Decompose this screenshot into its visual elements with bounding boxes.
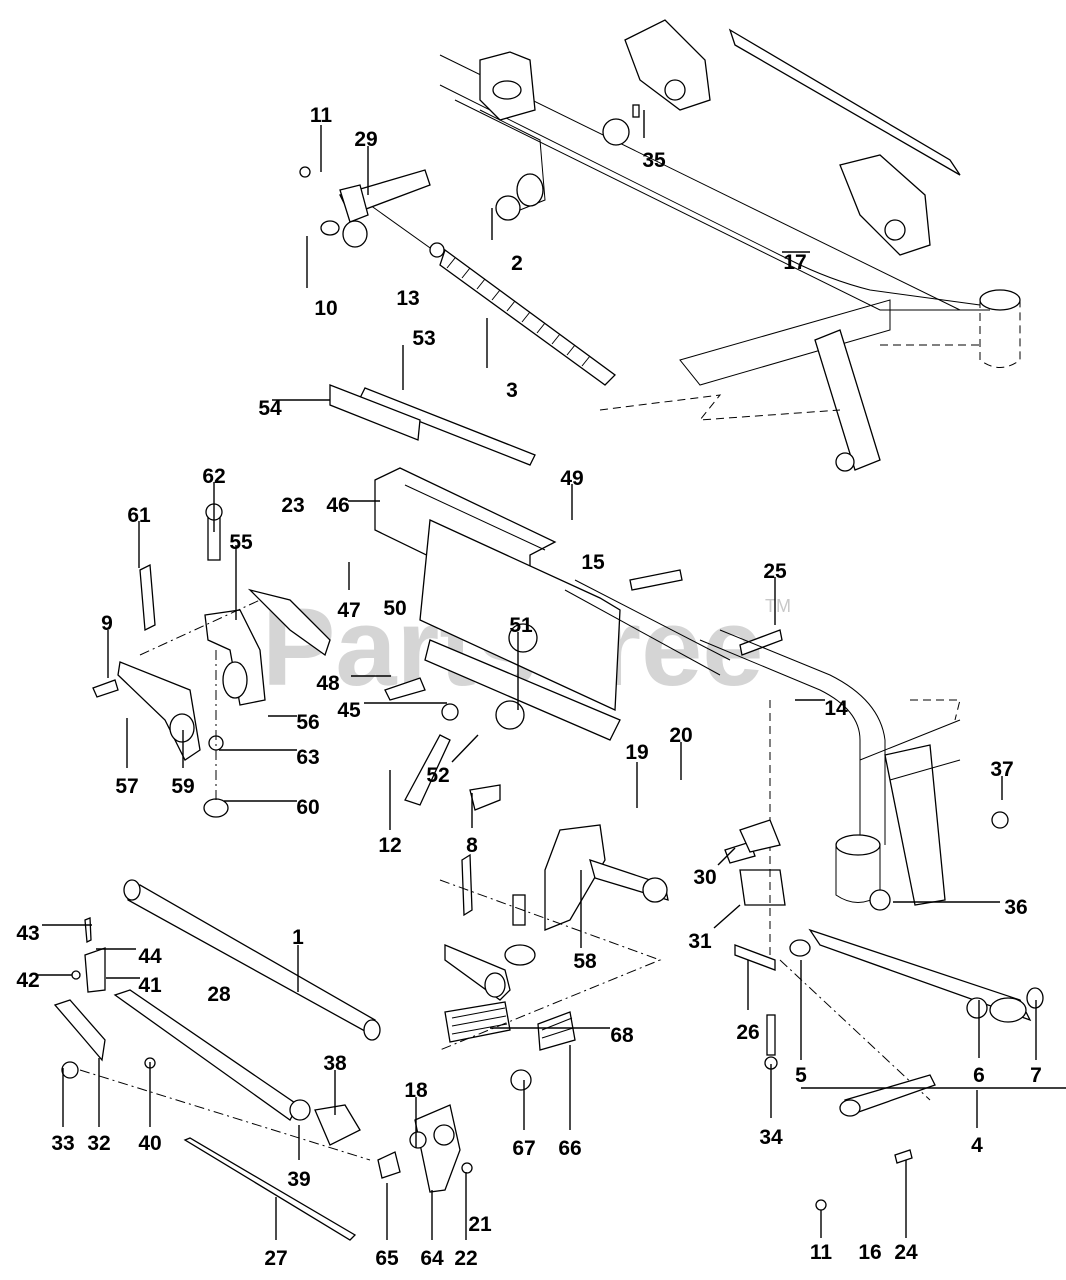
part-callout-13[interactable]: 13 xyxy=(396,287,419,310)
part-callout-2[interactable]: 2 xyxy=(511,252,523,275)
part-callout-38[interactable]: 38 xyxy=(323,1052,347,1075)
part-callout-30[interactable]: 30 xyxy=(693,866,716,889)
part-callout-15[interactable]: 15 xyxy=(581,551,605,574)
part-callout-63[interactable]: 63 xyxy=(296,746,319,769)
leader-line-52 xyxy=(451,734,479,763)
part-callout-60[interactable]: 60 xyxy=(296,796,319,819)
part-callout-32[interactable]: 32 xyxy=(87,1132,110,1155)
part-callout-47[interactable]: 47 xyxy=(337,599,360,622)
part-callout-55[interactable]: 55 xyxy=(229,531,253,554)
part-callout-58[interactable]: 58 xyxy=(573,950,597,973)
part-callout-25[interactable]: 25 xyxy=(763,560,787,583)
frame-assembly xyxy=(299,19,1021,472)
part-callout-43[interactable]: 43 xyxy=(16,922,39,945)
part-callout-4[interactable]: 4 xyxy=(971,1134,983,1157)
part-callout-65[interactable]: 65 xyxy=(375,1247,399,1270)
part-callout-1[interactable]: 1 xyxy=(292,926,304,949)
part-callout-17[interactable]: 17 xyxy=(783,251,806,274)
part-callout-54[interactable]: 54 xyxy=(258,397,282,420)
part-callout-57[interactable]: 57 xyxy=(115,775,138,798)
part-callout-48[interactable]: 48 xyxy=(316,672,340,695)
part-callout-20[interactable]: 20 xyxy=(669,724,692,747)
part-callout-29[interactable]: 29 xyxy=(354,128,377,151)
part-callout-16[interactable]: 16 xyxy=(858,1241,881,1264)
part-callout-68[interactable]: 68 xyxy=(610,1024,634,1047)
spring xyxy=(369,204,616,386)
part-callout-52[interactable]: 52 xyxy=(426,764,449,787)
part-callout-14[interactable]: 14 xyxy=(824,697,848,720)
part-callout-7[interactable]: 7 xyxy=(1030,1064,1042,1087)
part-callout-27[interactable]: 27 xyxy=(264,1247,287,1270)
part-callout-35[interactable]: 35 xyxy=(642,149,666,172)
part-callout-39[interactable]: 39 xyxy=(287,1168,310,1191)
axle-assembly xyxy=(699,629,1066,1211)
lower-left-linkage xyxy=(53,879,381,1241)
part-callout-44[interactable]: 44 xyxy=(138,945,162,968)
part-callout-66[interactable]: 66 xyxy=(558,1137,581,1160)
leader-line-30 xyxy=(717,847,736,866)
part-callout-21[interactable]: 21 xyxy=(468,1213,492,1236)
part-callout-40[interactable]: 40 xyxy=(138,1132,161,1155)
part-callout-26[interactable]: 26 xyxy=(736,1021,759,1044)
part-callout-50[interactable]: 50 xyxy=(383,597,406,620)
part-callout-11[interactable]: 11 xyxy=(310,104,333,127)
leader-line-31 xyxy=(713,904,741,929)
part-callout-53[interactable]: 53 xyxy=(412,327,435,350)
part-callout-8[interactable]: 8 xyxy=(466,834,478,857)
part-callout-31[interactable]: 31 xyxy=(688,930,712,953)
part-callout-56[interactable]: 56 xyxy=(296,711,319,734)
pedal-assembly xyxy=(377,824,669,1193)
watermark-trademark: TM xyxy=(765,596,791,616)
part-callout-33[interactable]: 33 xyxy=(51,1132,74,1155)
part-callout-46[interactable]: 46 xyxy=(326,494,349,517)
part-callout-34[interactable]: 34 xyxy=(759,1126,783,1149)
part-callout-36[interactable]: 36 xyxy=(1004,896,1027,919)
part-callout-67[interactable]: 67 xyxy=(512,1137,535,1160)
decals xyxy=(329,384,536,466)
part-callout-23[interactable]: 23 xyxy=(281,494,304,517)
part-callout-10[interactable]: 10 xyxy=(314,297,337,320)
part-callout-5[interactable]: 5 xyxy=(795,1064,807,1087)
part-callout-24[interactable]: 24 xyxy=(894,1241,918,1264)
part-callout-28[interactable]: 28 xyxy=(207,983,231,1006)
part-callout-45[interactable]: 45 xyxy=(337,699,361,722)
part-callout-6[interactable]: 6 xyxy=(973,1064,985,1087)
part-callout-19[interactable]: 19 xyxy=(625,741,648,764)
lift-bracket-assembly xyxy=(374,467,783,811)
part-callout-51[interactable]: 51 xyxy=(509,614,533,637)
part-callout-64[interactable]: 64 xyxy=(420,1247,444,1270)
part-callout-11[interactable]: 11 xyxy=(810,1241,833,1264)
part-callout-3[interactable]: 3 xyxy=(506,379,518,402)
part-callout-12[interactable]: 12 xyxy=(378,834,401,857)
part-callout-61[interactable]: 61 xyxy=(127,504,151,527)
part-callout-49[interactable]: 49 xyxy=(560,467,583,490)
part-callout-41[interactable]: 41 xyxy=(138,974,162,997)
part-callout-9[interactable]: 9 xyxy=(101,612,113,635)
part-callout-59[interactable]: 59 xyxy=(171,775,194,798)
part-callout-37[interactable]: 37 xyxy=(990,758,1013,781)
part-callout-62[interactable]: 62 xyxy=(202,465,225,488)
part-callout-18[interactable]: 18 xyxy=(404,1079,428,1102)
part-callout-22[interactable]: 22 xyxy=(454,1247,477,1270)
part-callout-42[interactable]: 42 xyxy=(16,969,39,992)
